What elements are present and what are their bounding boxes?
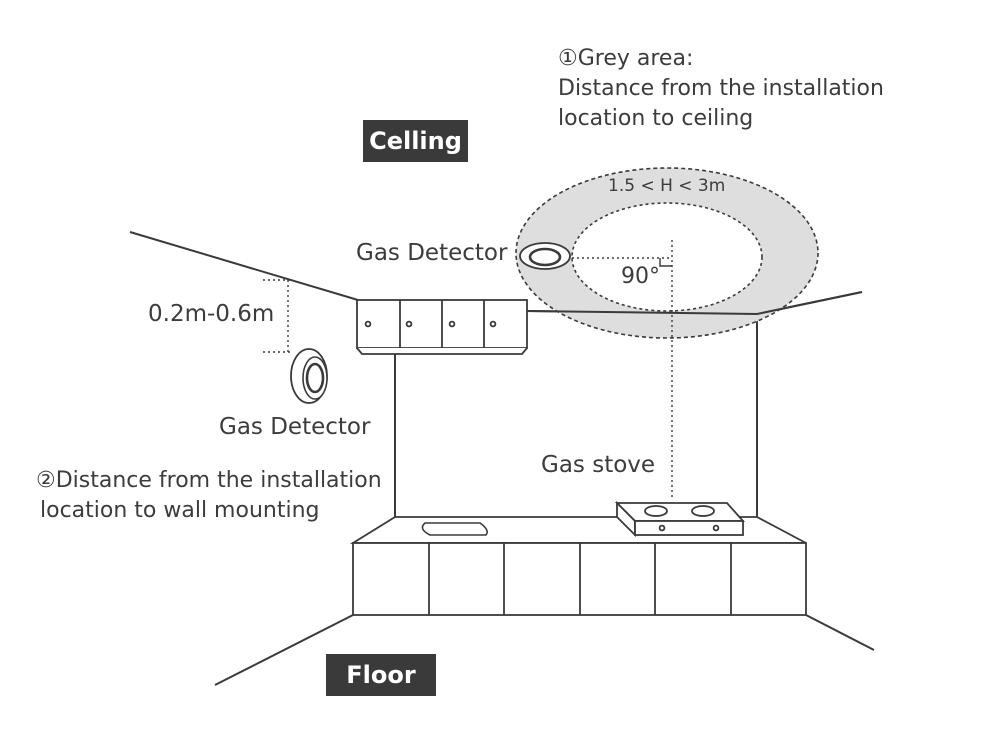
wall-cabinets bbox=[356, 299, 528, 355]
wall-note-line1: ②Distance from the installation bbox=[36, 468, 382, 493]
angle-label: 90° bbox=[621, 264, 660, 289]
grey-area-note-line1: ①Grey area: bbox=[558, 46, 694, 71]
gas-stove-label: Gas stove bbox=[541, 452, 656, 478]
ceiling-distance-label: 1.5 < H < 3m bbox=[608, 176, 726, 196]
wall-gas-detector-icon bbox=[290, 348, 328, 404]
wall-distance-bracket bbox=[263, 279, 290, 353]
right-angle-mark bbox=[659, 258, 672, 267]
wall-distance-label: 0.2m-0.6m bbox=[148, 301, 275, 327]
ceiling-badge: Celling bbox=[363, 120, 468, 162]
floor-edge-right bbox=[805, 614, 875, 651]
floor-edge-left bbox=[214, 614, 354, 686]
grey-area-inner bbox=[571, 202, 763, 312]
ceiling-gas-detector-icon bbox=[519, 242, 571, 270]
sink-icon bbox=[421, 522, 488, 536]
ceiling-wall-edge-overlay-right bbox=[756, 291, 863, 315]
ceiling-gas-detector-label: Gas Detector bbox=[356, 240, 508, 266]
ceiling-grey-area bbox=[515, 167, 819, 339]
ceiling-wall-edge-left bbox=[129, 231, 359, 301]
wall-note-line2: location to wall mounting bbox=[40, 498, 320, 523]
grey-area-note-line3: location to ceiling bbox=[558, 106, 754, 131]
gas-stove-icon bbox=[614, 500, 746, 538]
floor-badge: Floor bbox=[326, 654, 436, 696]
wall-gas-detector-label: Gas Detector bbox=[219, 414, 371, 440]
ceiling-wall-edge-overlay bbox=[526, 310, 758, 315]
grey-area-note-line2: Distance from the installation bbox=[558, 76, 884, 101]
